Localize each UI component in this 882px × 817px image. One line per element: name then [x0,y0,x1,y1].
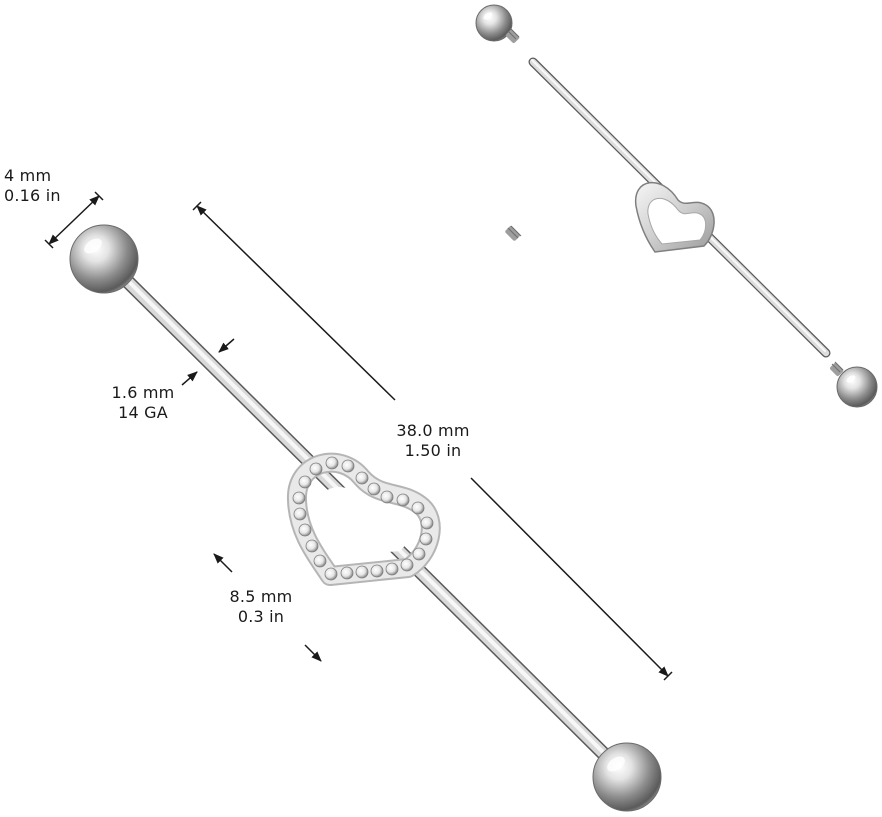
ball-size-in: 0.16 in [4,186,61,205]
charm-size-label: 8.5 mm 0.3 in [226,587,296,627]
flat-heart-charm [635,182,715,253]
main-bottom-ball [592,742,662,812]
secondary-bottom-ball [836,366,878,408]
secondary-barbell [475,4,878,408]
jeweled-heart-charm [287,452,441,586]
ball-size-label: 4 mm 0.16 in [4,166,61,206]
ball-size-mm: 4 mm [4,166,52,185]
length-dimension-line [192,201,673,681]
length-label: 38.0 mm 1.50 in [388,421,478,461]
gauge-dimension-arrows [181,338,235,386]
main-barbell [69,224,662,812]
length-mm: 38.0 mm [396,421,470,440]
secondary-bottom-thread [830,361,844,376]
heart-gems [292,456,434,581]
charm-size-in: 0.3 in [237,607,285,626]
ball-dimension-line [44,191,104,249]
secondary-top-ball [475,4,513,42]
gauge-label: 1.6 mm 14 GA [108,383,178,423]
charm-dimension-arrows [213,553,322,662]
length-in: 1.50 in [404,441,462,460]
secondary-top-thread [505,225,522,241]
charm-size-mm: 8.5 mm [229,587,293,606]
gauge-mm: 1.6 mm [111,383,175,402]
gauge-ga: 14 GA [118,403,168,422]
main-top-ball [69,224,139,294]
